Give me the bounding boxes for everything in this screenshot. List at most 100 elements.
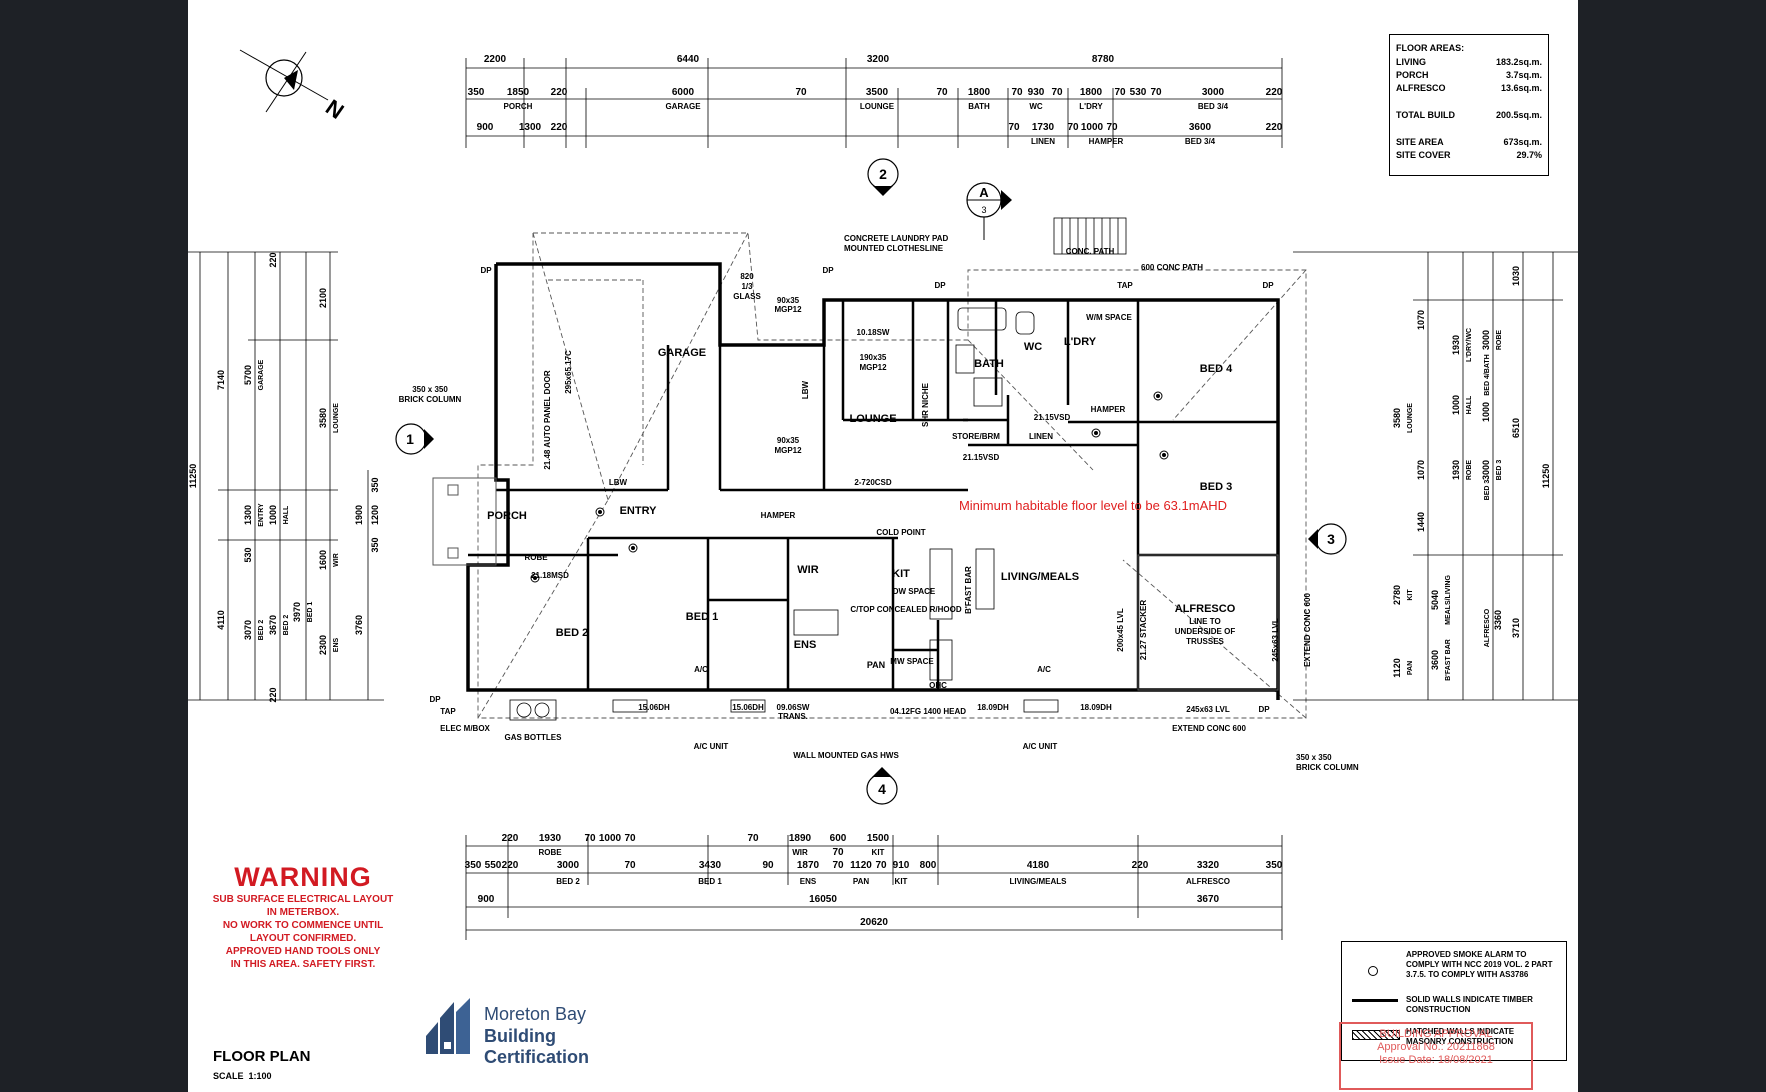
- svg-text:820: 820: [740, 272, 754, 281]
- svg-text:A/C: A/C: [1037, 665, 1051, 674]
- svg-text:220: 220: [1266, 122, 1283, 133]
- svg-text:MEALS/LIVING: MEALS/LIVING: [1445, 575, 1452, 625]
- svg-text:1600: 1600: [318, 550, 328, 570]
- floor-areas-heading: FLOOR AREAS:: [1396, 43, 1465, 53]
- title-block: FLOOR PLAN SCALE 1:100: [213, 1048, 311, 1081]
- svg-text:EXTEND CONC 600: EXTEND CONC 600: [1172, 724, 1246, 733]
- svg-text:BED 2: BED 2: [556, 877, 580, 886]
- floor-plan-drawing: N 2200 6440 3200 8780 350 1850: [188, 49, 1578, 940]
- svg-text:LINEN: LINEN: [1031, 137, 1055, 146]
- svg-text:A/C UNIT: A/C UNIT: [694, 742, 729, 751]
- svg-text:1070: 1070: [1416, 460, 1426, 480]
- svg-text:ROBE: ROBE: [1496, 330, 1503, 351]
- room-bed3: BED 3: [1200, 481, 1232, 493]
- svg-text:3670: 3670: [1197, 894, 1220, 905]
- svg-text:2: 2: [879, 166, 887, 182]
- svg-text:CONCRETE LAUNDRY PAD: CONCRETE LAUNDRY PAD: [844, 234, 949, 243]
- svg-text:600 CONC PATH: 600 CONC PATH: [1141, 263, 1203, 272]
- svg-text:LBW: LBW: [609, 478, 628, 487]
- svg-text:KIT: KIT: [1407, 589, 1414, 601]
- room-alfresco: ALFRESCO: [1175, 603, 1236, 615]
- svg-text:18.09DH: 18.09DH: [1080, 703, 1112, 712]
- svg-text:KIT: KIT: [872, 848, 885, 857]
- elevation-marker-3: 3: [1308, 523, 1347, 555]
- svg-text:DW SPACE: DW SPACE: [893, 587, 936, 596]
- svg-text:1800: 1800: [1080, 87, 1103, 98]
- left-dimensions: [188, 251, 384, 701]
- svg-text:3: 3: [1327, 531, 1335, 547]
- top-dimension-labels: 2200 6440 3200 8780 350 1850 220 6000 70…: [468, 54, 1283, 146]
- laundry-pad: [1053, 217, 1127, 255]
- svg-text:HALL: HALL: [283, 505, 290, 524]
- svg-text:1120: 1120: [850, 860, 872, 871]
- svg-text:3: 3: [981, 205, 986, 215]
- svg-text:2300: 2300: [318, 635, 328, 655]
- svg-text:2100: 2100: [318, 288, 328, 308]
- svg-text:04.12FG 1400 HEAD: 04.12FG 1400 HEAD: [890, 707, 966, 716]
- room-kit: KIT: [892, 568, 910, 580]
- svg-text:BED 3/4: BED 3/4: [1185, 137, 1216, 146]
- svg-text:BED 1: BED 1: [698, 877, 722, 886]
- elevation-marker-4: 4: [866, 767, 898, 805]
- svg-text:70: 70: [1008, 122, 1020, 133]
- svg-text:600: 600: [830, 833, 847, 844]
- svg-text:MOUNTED CLOTHESLINE: MOUNTED CLOTHESLINE: [844, 244, 944, 253]
- svg-text:GARAGE: GARAGE: [258, 359, 265, 390]
- svg-text:550: 550: [485, 860, 502, 871]
- svg-text:1930: 1930: [539, 833, 562, 844]
- room-wir: WIR: [797, 564, 818, 576]
- svg-text:245x63 LVL: 245x63 LVL: [1186, 705, 1230, 714]
- svg-text:90x35: 90x35: [777, 436, 800, 445]
- svg-text:COLD POINT: COLD POINT: [876, 528, 925, 537]
- svg-text:5700: 5700: [243, 365, 253, 385]
- building-logo-icon: [426, 998, 470, 1054]
- svg-text:220: 220: [551, 122, 568, 133]
- svg-text:09.06SW: 09.06SW: [777, 703, 810, 712]
- bottom-dimension-labels: 220 1930 70 1000 70 70 1890 600 1500 70 …: [465, 833, 1283, 928]
- smoke-alarm-icon: [1368, 966, 1378, 976]
- svg-text:LIVING/MEALS: LIVING/MEALS: [1010, 877, 1068, 886]
- svg-text:4180: 4180: [1027, 860, 1050, 871]
- svg-text:90x35: 90x35: [777, 296, 800, 305]
- right-dimensions: [1293, 251, 1578, 701]
- svg-text:B'FAST BAR: B'FAST BAR: [964, 566, 973, 614]
- svg-text:7140: 7140: [216, 370, 226, 390]
- svg-text:TAP: TAP: [1117, 281, 1133, 290]
- svg-text:MGP12: MGP12: [774, 305, 802, 314]
- drawing-scale: SCALE 1:100: [213, 1071, 272, 1081]
- svg-text:SHR NICHE: SHR NICHE: [921, 382, 930, 427]
- svg-text:TAP: TAP: [440, 707, 456, 716]
- legend-box: APPROVED SMOKE ALARM TO COMPLY WITH NCC …: [1341, 941, 1567, 1061]
- svg-text:WIR: WIR: [792, 848, 808, 857]
- warning-line-3: NO WORK TO COMMENCE UNTIL: [222, 920, 384, 931]
- svg-text:70: 70: [795, 87, 807, 98]
- svg-text:1300: 1300: [243, 505, 253, 525]
- svg-text:220: 220: [1266, 87, 1283, 98]
- svg-text:220: 220: [1132, 860, 1149, 871]
- svg-text:530: 530: [1130, 87, 1147, 98]
- svg-text:350: 350: [468, 87, 485, 98]
- svg-text:1000: 1000: [268, 505, 278, 525]
- svg-text:220: 220: [268, 252, 278, 267]
- section-marker-a: A 3: [966, 182, 1012, 240]
- svg-text:800: 800: [920, 860, 937, 871]
- svg-text:PORCH: PORCH: [504, 102, 533, 111]
- svg-text:70: 70: [936, 87, 948, 98]
- svg-text:21.48 AUTO PANEL DOOR: 21.48 AUTO PANEL DOOR: [543, 370, 552, 470]
- svg-text:BED 3: BED 3: [1484, 480, 1491, 501]
- svg-text:70: 70: [1067, 122, 1079, 133]
- svg-text:3600: 3600: [1189, 122, 1212, 133]
- svg-text:L'DRY/WC: L'DRY/WC: [1466, 328, 1473, 362]
- svg-text:70: 70: [832, 860, 844, 871]
- legend-hatched: HATCHED WALLS INDICATE MASONRY CONSTRUCT…: [1406, 1027, 1515, 1046]
- svg-text:1800: 1800: [968, 87, 991, 98]
- svg-text:HAMPER: HAMPER: [1089, 137, 1124, 146]
- svg-text:BED 3/4: BED 3/4: [1198, 102, 1229, 111]
- svg-text:295x65 17C: 295x65 17C: [564, 350, 573, 394]
